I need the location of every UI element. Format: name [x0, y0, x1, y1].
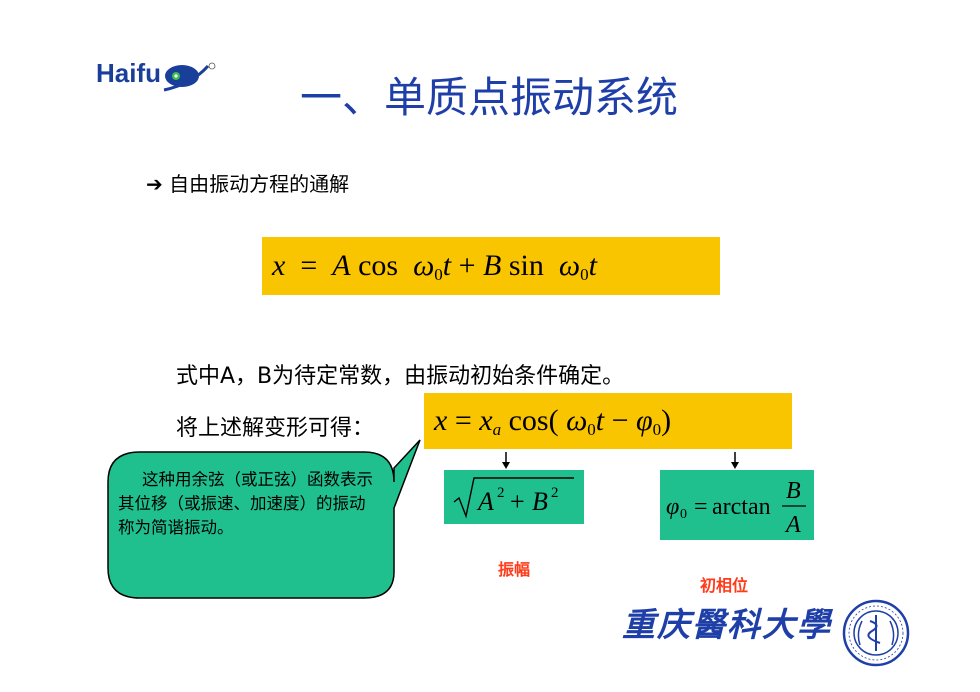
down-arrow-icon [502, 452, 510, 469]
university-seal-icon [842, 599, 910, 667]
svg-text:2: 2 [497, 485, 505, 501]
svg-text:A: A [476, 487, 494, 516]
svg-text:arctan: arctan [712, 494, 771, 520]
logo-swoosh-icon [163, 62, 216, 92]
svg-text:B: B [786, 478, 801, 504]
svg-text:0: 0 [680, 507, 687, 522]
logo-text: Haifu [96, 58, 161, 88]
bullet-text: 自由振动方程的通解 [169, 172, 350, 196]
initial-phase-label: 初相位 [700, 576, 749, 595]
page-title: 一、单质点振动系统 [300, 73, 679, 122]
amplitude-formula: A 2 + B 2 [444, 470, 584, 524]
down-arrow-icon [731, 452, 739, 469]
callout-text: 这种用余弦（或正弦）函数表示其位移（或振速、加速度）的振动称为简谐振动。 [118, 470, 373, 537]
svg-text:B: B [532, 487, 548, 516]
constants-note: 式中A，B为待定常数，由振动初始条件确定。 [176, 364, 625, 389]
svg-text:2: 2 [551, 485, 559, 501]
bullet-heading: ➔ 自由振动方程的通解 [146, 168, 349, 197]
svg-text:φ: φ [666, 494, 679, 520]
university-name: 重庆醫科大學 [622, 605, 832, 644]
arrow-icon: ➔ [146, 172, 163, 196]
svg-text:=: = [694, 494, 708, 520]
svg-text:A: A [784, 512, 801, 538]
initial-phase-formula: φ 0 = arctan B A [660, 470, 814, 540]
amplitude-label: 振幅 [498, 560, 531, 579]
transformed-formula: x = xa cos( ω0t − φ0) [424, 393, 792, 449]
general-solution-formula: x = A cos ω0t + B sin ω0t [262, 237, 720, 295]
svg-text:+: + [510, 487, 525, 516]
transform-note: 将上述解变形可得： [176, 416, 375, 441]
haifu-logo: Haifu [96, 58, 236, 102]
